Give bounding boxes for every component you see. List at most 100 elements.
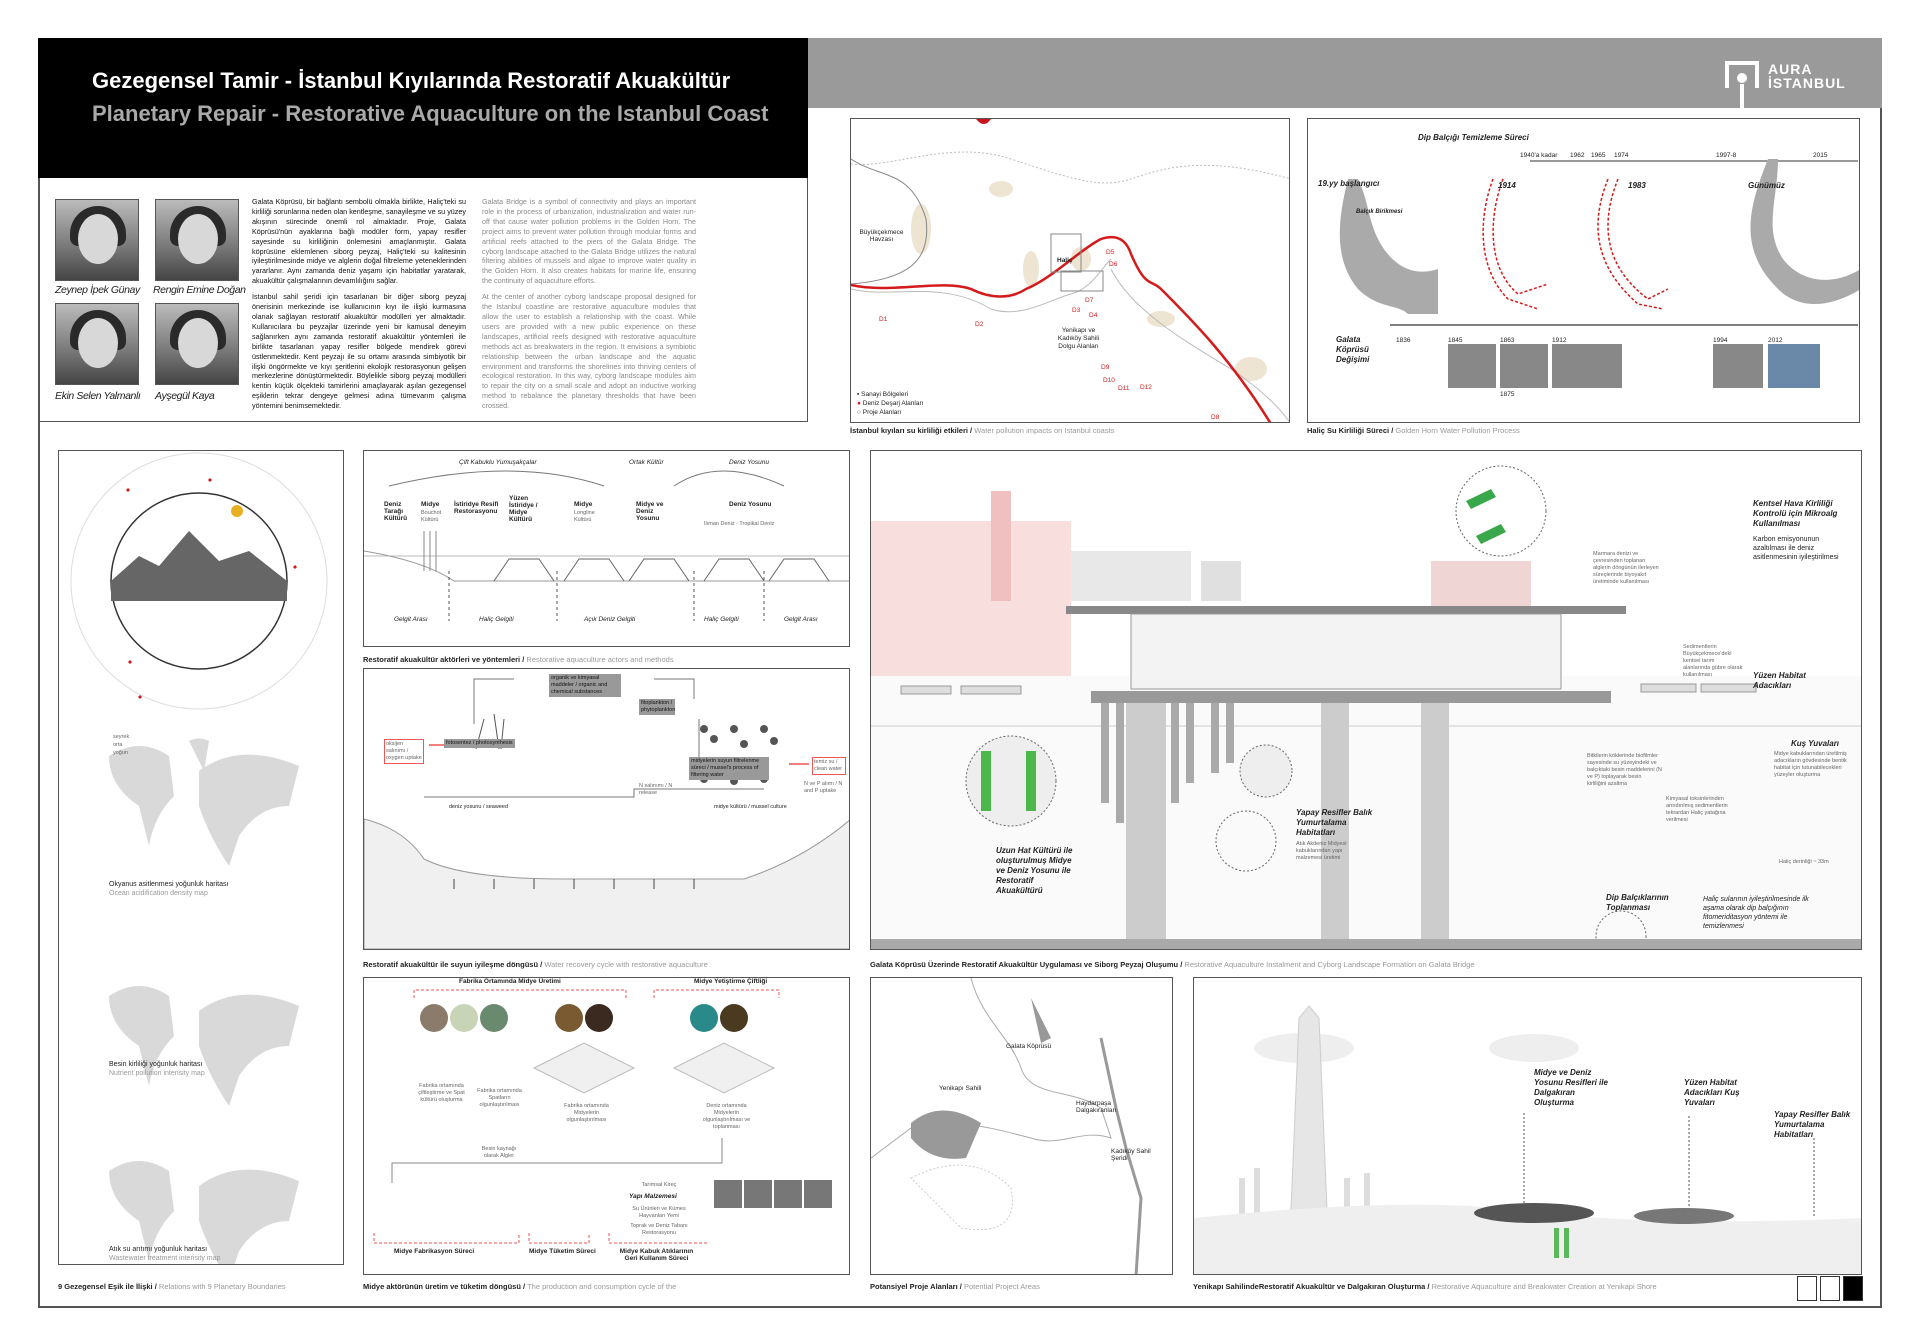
group-label: Ortak Kültür <box>629 459 664 466</box>
header-bar <box>808 38 1882 108</box>
note: Kimyasal toksinlerinden arındırılmış sed… <box>1666 796 1728 823</box>
map-label-yenikapi: Yenikapı ve Kadıköy Sahili Dolgu Alanlar… <box>1057 327 1100 350</box>
bridge-year: 1875 <box>1500 391 1515 398</box>
team-member-name: Ekin Selen Yalmanlı <box>55 390 141 402</box>
discharge-point: D3 <box>1072 307 1081 314</box>
team-photo <box>55 303 139 385</box>
caption-tr: Restoratif akuakültür ile suyun iyileşme… <box>363 960 543 969</box>
bridge-year: 1994 <box>1713 337 1728 344</box>
callout-title: Uzun Hat Kültürü ile oluşturulmuş Midye … <box>996 846 1073 895</box>
aura-logo-icon <box>1725 61 1759 108</box>
area-label: Galata Köprüsü <box>1006 1043 1052 1050</box>
era-label: 19.yy başlangıcı <box>1318 179 1380 188</box>
step-label: Fabrika ortamında Spatların olgunlaştırı… <box>477 1088 522 1108</box>
timeline-year: 1940'a kadar <box>1520 152 1558 159</box>
timeline-year: 1962 <box>1570 152 1585 159</box>
caption-tr: Haliç Su Kirliliği Süreci / <box>1307 426 1394 435</box>
oxygen-box: oksijen salınımı / oxygen uptake <box>384 739 424 764</box>
caption-en: The production and consumption cycle of … <box>527 1282 677 1291</box>
timeline-year: 1965 <box>1591 152 1606 159</box>
caption-tr: Galata Köprüsü Üzerinde Restoratif Akuak… <box>870 960 1183 969</box>
method-sub: Ilıman Deniz · Tropikal Deniz <box>704 521 775 527</box>
step-label: Fabrika ortamında çiftleştirme ve Spat k… <box>418 1083 465 1103</box>
zone-label: Gelgit Arası <box>394 616 428 623</box>
caption-en: Relations with 9 Planetary Boundaries <box>158 1282 286 1291</box>
yenikapi-label: Midye ve Deniz Yosunu Resifleri ile Dalg… <box>1534 1068 1608 1107</box>
caption-en: Restorative Aquaculture and Breakwater C… <box>1431 1282 1657 1291</box>
map-title-en: Ocean acidification density map <box>109 890 208 897</box>
timeline-year: 1974 <box>1614 152 1629 159</box>
aquaculture-actors-panel: Çift Kabuklu Yumuşakçalar Ortak Kültür D… <box>363 450 850 647</box>
mussel-label: midye kültürü / mussel culture <box>714 804 787 810</box>
title-banner <box>38 38 808 178</box>
method-label: Midye <box>421 501 440 508</box>
zone-label: Gelgit Arası <box>784 616 818 623</box>
map-title-en: Nutrient pollution intensity map <box>109 1070 205 1077</box>
team-member-name: Ayşegül Kaya <box>155 390 215 402</box>
bridge-year: 1845 <box>1448 337 1463 344</box>
note: Marmara denizi ve çevresinden toplanan a… <box>1593 551 1659 585</box>
dredging-timeline-title: Dip Balçığı Temizleme Süreci <box>1418 133 1529 142</box>
discharge-point: D5 <box>1106 249 1115 256</box>
caption-tr: Restoratif akuakültür aktörleri ve yönte… <box>363 655 525 664</box>
note: Sedimentlerin Büyükçekmece'deki kentsel … <box>1683 644 1743 678</box>
cycle-box: organik ve kimyasal maddeler / organic a… <box>549 674 621 697</box>
planetary-drawing <box>70 452 328 1264</box>
group-label: Deniz Yosunu <box>729 459 769 466</box>
method-label: İstiridye Resifi Restorasyonu <box>454 501 499 515</box>
cycle-box: fitoplankton / phytoplankton <box>639 699 676 715</box>
method-label: Midye ve Deniz Yosunu <box>636 501 664 522</box>
caption-halic: Haliç Su Kirliliği Süreci / Golden Horn … <box>1307 426 1520 435</box>
map-label-buyukcekmece: Büyükçekmece Havzası <box>859 229 904 243</box>
actors-drawing <box>364 470 849 621</box>
potential-areas-panel: Galata Köprüsü Yenikapı Sahili Haydarpaş… <box>870 977 1173 1275</box>
map-title: Okyanus asitlenmesi yoğunluk haritası <box>109 881 229 888</box>
process-title: Midye Kabuk Atıklarının Geri Kullanım Sü… <box>619 1248 694 1262</box>
caption-tr: İstanbul kıyıları su kirliliği etkileri … <box>850 426 973 435</box>
page-indicator-1 <box>1797 1276 1817 1301</box>
era-label: 1914 <box>1498 181 1516 190</box>
era-label: Günümüz <box>1748 181 1785 190</box>
caption-map: İstanbul kıyıları su kirliliği etkileri … <box>850 426 1114 435</box>
bridge-year: 1836 <box>1396 337 1411 344</box>
timeline-year: 1997-8 <box>1716 152 1737 159</box>
discharge-point: D8 <box>1211 414 1220 421</box>
callout-title: Yapay Resifler Balık Yumurtalama Habitat… <box>1296 808 1373 837</box>
logo-line2: İSTANBUL <box>1768 75 1846 91</box>
group-label: Çift Kabuklu Yumuşakçalar <box>459 459 537 466</box>
map-drawing <box>851 119 1289 422</box>
cycle-box: midyelerin suyun filtrelenme süreci / mu… <box>689 757 769 780</box>
page-indicator-2 <box>1820 1276 1840 1301</box>
caption-cycle: Restoratif akuakültür ile suyun iyileşme… <box>363 960 708 969</box>
era-label: 1983 <box>1628 181 1646 190</box>
bridge-change-title: Galata Köprüsü Değişimi <box>1336 335 1370 364</box>
method-label: Midye <box>574 501 593 508</box>
caption-yenikapi: Yenikapı SahilindeRestoratif Akuakültür … <box>1193 1282 1657 1291</box>
mussel-drawing <box>373 989 832 1244</box>
intro-tr-paragraph: İstanbul sahil şeridi için tasarlanan bi… <box>252 292 466 411</box>
depth-note: Haliç derinliği ~ 33m <box>1779 859 1829 865</box>
caption-galata: Galata Köprüsü Üzerinde Restoratif Akuak… <box>870 960 1475 969</box>
logo-line1: AURA <box>1768 61 1813 77</box>
reuse-item: Toprak ve Deniz Tabanı Restorasyonu <box>630 1223 688 1236</box>
area-label: Kadıköy Sahil Şeridi <box>1111 1148 1151 1162</box>
team-photo <box>155 303 239 385</box>
seaweed-label: deniz yosunu / seaweed <box>449 804 509 810</box>
clean-water-box: temiz su / clean water <box>812 757 846 775</box>
bridge-year: 1912 <box>1552 337 1567 344</box>
callout-text: Karbon emisyonunun azaltılması ile deniz… <box>1753 536 1839 561</box>
poster-subtitle: Planetary Repair - Restorative Aquacultu… <box>92 101 769 126</box>
golden-horn-timeline: Dip Balçığı Temizleme Süreci 1940'a kada… <box>1307 118 1860 423</box>
legend-discharge: Deniz Deşarj Alanları <box>862 400 924 407</box>
team-member-name: Rengin Emine Doğan <box>153 284 246 296</box>
section-drawing <box>871 465 1861 949</box>
discharge-point: D12 <box>1140 384 1152 391</box>
discharge-point: D1 <box>879 316 888 323</box>
discharge-point: D9 <box>1101 364 1110 371</box>
legend-dense: yoğun <box>113 750 128 756</box>
caption-tr: 9 Gezegensel Eşik ile İlişki / <box>58 1282 157 1291</box>
callout-text: Haliç sularının iyileştirilmesinde ilk a… <box>1703 896 1809 930</box>
caption-tr: Yenikapı SahilindeRestoratif Akuakültür … <box>1193 1282 1430 1291</box>
galata-bridge-section: Kentsel Hava Kirliliği Kontrolü için Mik… <box>870 450 1862 950</box>
